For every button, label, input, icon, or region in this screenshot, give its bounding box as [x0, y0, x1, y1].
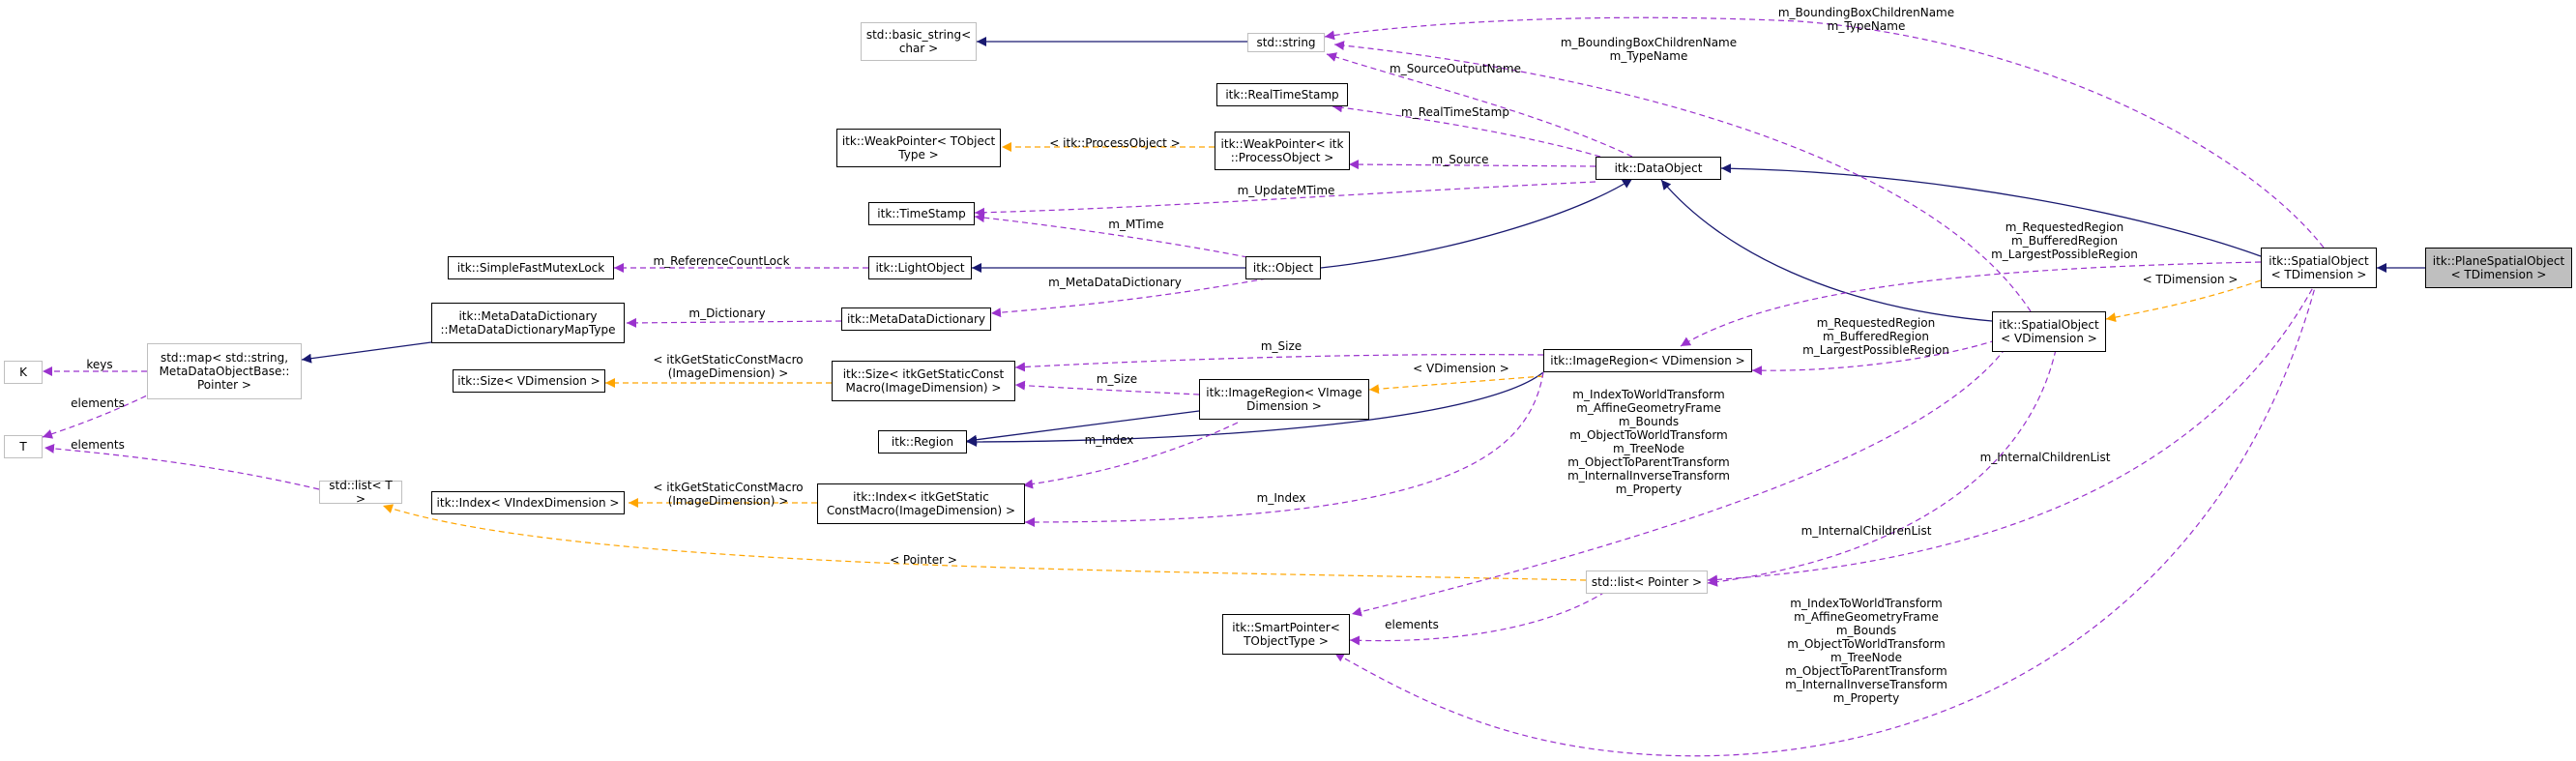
- node-std-map[interactable]: std::map< std::string, MetaDataObjectBas…: [147, 343, 302, 399]
- node-object[interactable]: itk::Object: [1245, 256, 1321, 279]
- node-data-object[interactable]: itk::DataObject: [1595, 157, 1721, 180]
- node-size-vdimension[interactable]: itk::Size< VDimension >: [453, 369, 605, 393]
- label-process-object-template: < itk::ProcessObject >: [1049, 136, 1181, 150]
- edge-use-tpl-pointer: [382, 504, 1587, 581]
- edge-use-regions-top: [1680, 261, 2262, 347]
- edge-use-elements-t: [44, 443, 320, 490]
- node-basic-string[interactable]: std::basic_string< char >: [861, 22, 977, 61]
- edge-use-mdd-field: [990, 278, 1268, 318]
- label-elements-t: elements: [71, 438, 125, 452]
- label-children-list-b: m_InternalChildrenList: [1800, 524, 1932, 538]
- label-bbcn-top: m_BoundingBoxChildrenName m_TypeName: [1777, 6, 1955, 33]
- node-std-list-pointer[interactable]: std::list< Pointer >: [1586, 571, 1708, 594]
- node-index-vindex[interactable]: itk::Index< VIndexDimension >: [431, 491, 625, 514]
- node-image-region-vimage[interactable]: itk::ImageRegion< VImage Dimension >: [1199, 379, 1369, 420]
- label-children-list-a: m_InternalChildrenList: [1979, 451, 2111, 464]
- node-plane-spatial-object[interactable]: itk::PlaneSpatialObject < TDimension >: [2425, 248, 2572, 288]
- label-ref-count-lock: m_ReferenceCountLock: [653, 254, 790, 268]
- node-weak-pointer-process-object[interactable]: itk::WeakPointer< itk ::ProcessObject >: [1215, 132, 1350, 170]
- label-keys: keys: [86, 358, 113, 371]
- edge-use-bbcn-top: [1324, 16, 2325, 249]
- edge-use-elements-sp: [1349, 591, 1606, 646]
- label-update-mtime: m_UpdateMTime: [1237, 184, 1335, 197]
- node-light-object[interactable]: itk::LightObject: [868, 256, 972, 279]
- label-regions-top: m_RequestedRegion m_BufferedRegion m_Lar…: [1991, 220, 2138, 261]
- edge-use-index-a: [1022, 422, 1239, 489]
- label-real-time-stamp: m_RealTimeStamp: [1401, 105, 1509, 119]
- edge-inherit-imregionv-region: [966, 371, 1544, 447]
- node-std-string[interactable]: std::string: [1247, 33, 1325, 52]
- label-source: m_Source: [1431, 153, 1489, 166]
- node-mdd-map-type[interactable]: itk::MetaDataDictionary ::MetaDataDictio…: [431, 303, 625, 343]
- label-index-b: m_Index: [1256, 491, 1306, 505]
- edge-use-regions-mid: [1751, 339, 1997, 376]
- label-mtime: m_MTime: [1108, 218, 1164, 231]
- label-vdimension-template: < VDimension >: [1413, 362, 1509, 375]
- edge-inherit-mddmap-stdmap: [301, 341, 432, 364]
- node-simple-fast-mutex-lock[interactable]: itk::SimpleFastMutexLock: [448, 256, 614, 279]
- label-regions-mid: m_RequestedRegion m_BufferedRegion m_Lar…: [1802, 316, 1949, 357]
- label-size-a: m_Size: [1260, 339, 1303, 353]
- node-spatial-object-tdimension[interactable]: itk::SpatialObject < TDimension >: [2261, 248, 2377, 288]
- edge-use-transforms-bot: [1333, 279, 2318, 757]
- label-dictionary: m_Dictionary: [688, 307, 766, 320]
- edge-use-mtime: [974, 213, 1258, 260]
- edge-use-dictionary: [626, 317, 842, 328]
- edge-use-source-output-name: [1326, 52, 1633, 158]
- edge-use-transforms-mid: [1351, 339, 2012, 617]
- edge-use-tpl-tdimension: [2105, 279, 2262, 323]
- node-index-static-const[interactable]: itk::Index< itkGetStatic ConstMacro(Imag…: [817, 483, 1025, 524]
- edge-inherit-object-dataobject: [1320, 178, 1633, 269]
- label-size-template: < itkGetStaticConstMacro (ImageDimension…: [653, 353, 804, 380]
- label-pointer-template: < Pointer >: [890, 553, 957, 567]
- label-transforms-mid: m_IndexToWorldTransform m_AffineGeometry…: [1567, 388, 1730, 496]
- edge-use-size-a: [1014, 354, 1544, 372]
- node-spatial-object-vdimension[interactable]: itk::SpatialObject < VDimension >: [1992, 311, 2106, 352]
- edge-use-elements-k: [42, 391, 156, 439]
- label-index-template: < itkGetStaticConstMacro (ImageDimension…: [653, 481, 804, 508]
- edge-inherit-spatialv-dataobject: [1660, 179, 1993, 322]
- edge-use-real-time-stamp: [1332, 102, 1601, 158]
- label-mdd-field: m_MetaDataDictionary: [1048, 276, 1182, 289]
- node-k[interactable]: K: [4, 361, 43, 384]
- edge-inherit-spatialt-dataobject: [1720, 163, 2262, 257]
- edge-use-size-b: [1014, 380, 1200, 395]
- node-weak-pointer-t[interactable]: itk::WeakPointer< TObject Type >: [836, 129, 1001, 167]
- node-t[interactable]: T: [4, 435, 43, 458]
- label-elements-k: elements: [71, 396, 125, 410]
- node-size-static-const[interactable]: itk::Size< itkGetStaticConst Macro(Image…: [832, 361, 1015, 401]
- node-real-time-stamp[interactable]: itk::RealTimeStamp: [1216, 83, 1348, 106]
- edge-use-index-b: [1024, 371, 1544, 527]
- node-region[interactable]: itk::Region: [878, 430, 967, 454]
- label-transforms-bot: m_IndexToWorldTransform m_AffineGeometry…: [1785, 597, 1947, 705]
- edge-use-tpl-vdimension-a: [1368, 375, 1544, 395]
- label-bbcn-mid: m_BoundingBoxChildrenName m_TypeName: [1560, 36, 1738, 63]
- node-time-stamp[interactable]: itk::TimeStamp: [868, 202, 975, 225]
- label-size-b: m_Size: [1096, 372, 1138, 386]
- edge-use-update-mtime: [974, 181, 1596, 218]
- label-source-output-name: m_SourceOutputName: [1390, 62, 1521, 75]
- node-metadata-dictionary[interactable]: itk::MetaDataDictionary: [841, 307, 991, 331]
- edge-inherit-imregionv2-region: [966, 410, 1200, 445]
- edge-use-bbcn-mid: [1333, 41, 2032, 312]
- label-tdimension-template: < TDimension >: [2142, 273, 2239, 286]
- node-std-list-t[interactable]: std::list< T >: [319, 479, 402, 506]
- edge-use-children-list-a: [1707, 339, 2059, 587]
- edge-use-source: [1348, 160, 1596, 170]
- node-image-region-vdimension[interactable]: itk::ImageRegion< VDimension >: [1543, 349, 1752, 372]
- label-index-a: m_Index: [1084, 433, 1134, 447]
- label-elements-sp: elements: [1385, 618, 1439, 631]
- node-smart-pointer[interactable]: itk::SmartPointer< TObjectType >: [1222, 614, 1350, 655]
